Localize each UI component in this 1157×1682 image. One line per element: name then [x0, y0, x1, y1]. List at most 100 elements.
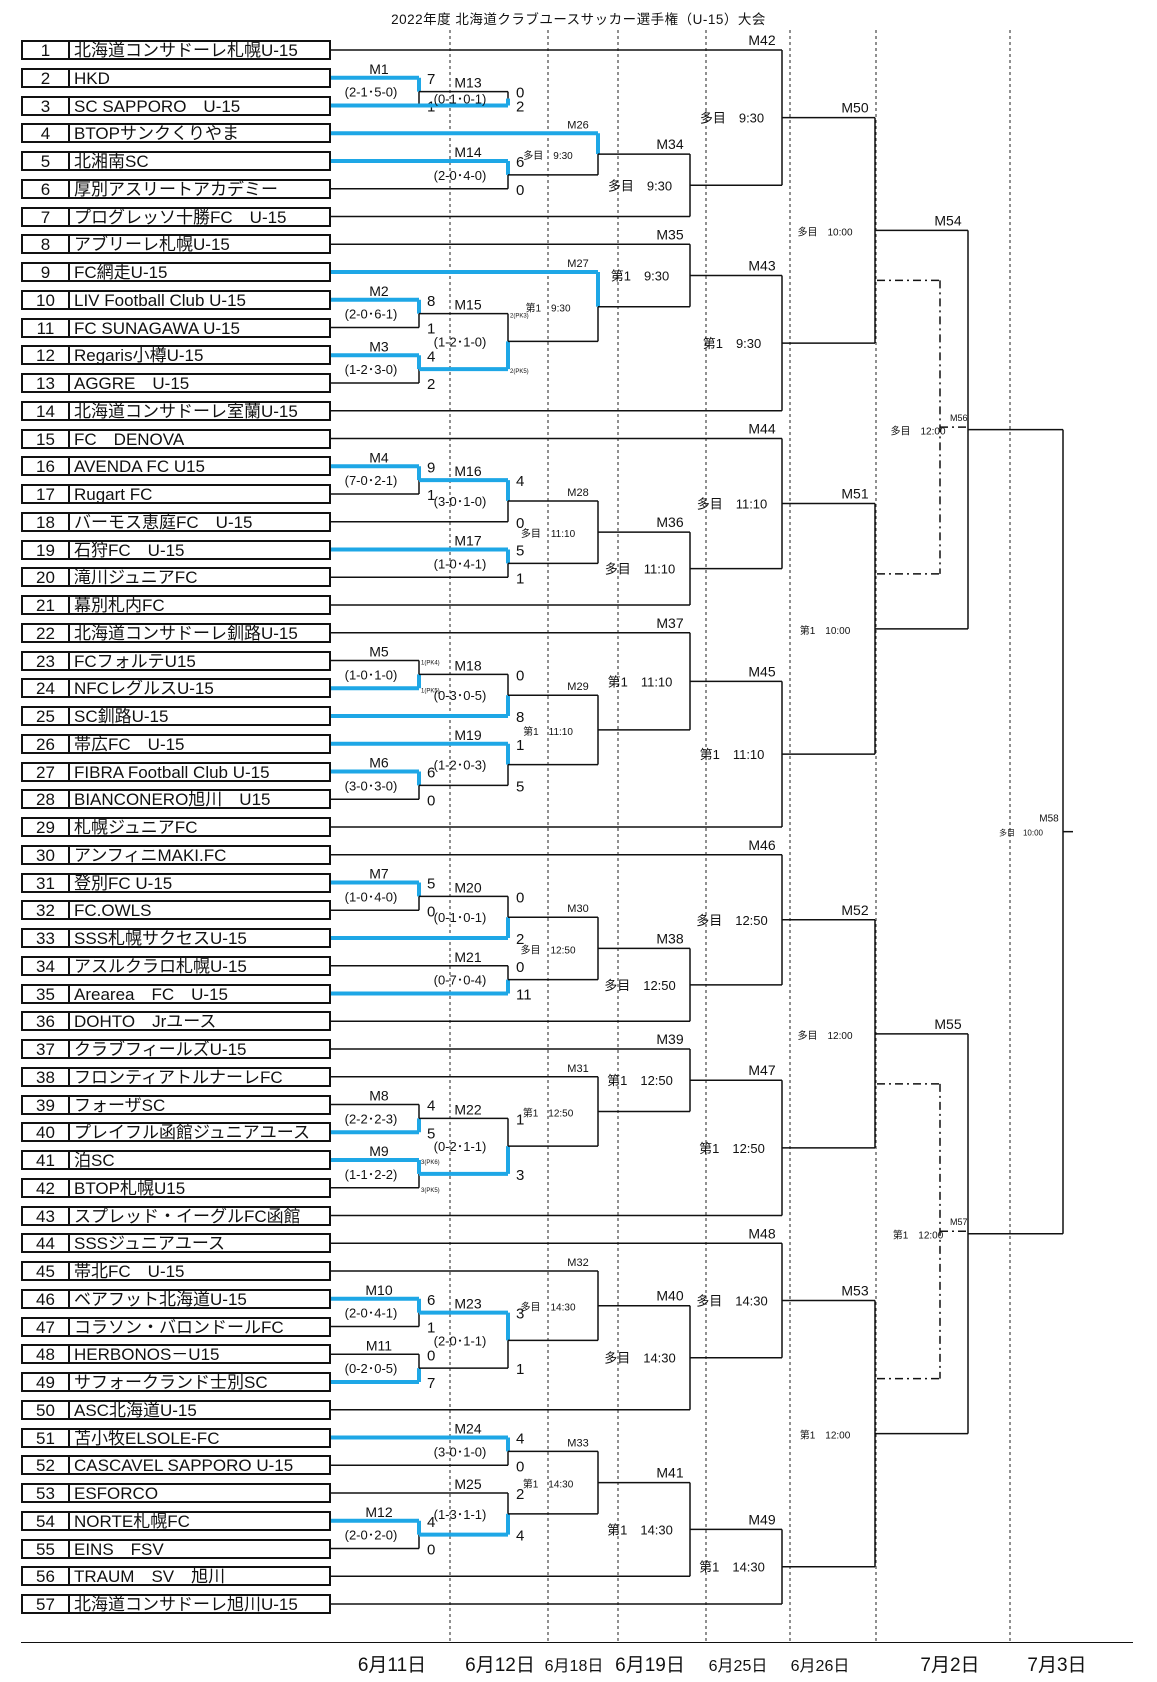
team-number: 38 [23, 1068, 70, 1086]
match-label: M49 [748, 1511, 775, 1527]
team-number: 46 [23, 1290, 70, 1308]
day-label: 6月25日 [708, 1658, 768, 1675]
match-score: 1 [427, 321, 435, 338]
day-label: 6月12日 [465, 1655, 535, 1676]
match-label: M10 [365, 1282, 392, 1298]
team-name: EINS FSV [74, 1540, 164, 1557]
match-note: (2-0･6-1) [345, 307, 398, 322]
team-name: アスルクラロ札幌U-15 [74, 957, 247, 974]
match-label: M30 [567, 903, 588, 915]
match-score: 6 [516, 154, 524, 171]
day-label: 6月11日 [357, 1655, 427, 1676]
match-label: M51 [841, 486, 868, 502]
team-name: TRAUM SV 旭川 [74, 1568, 226, 1585]
day-label: 6月26日 [790, 1658, 850, 1675]
match-note: 第1 12:50 [699, 1141, 765, 1156]
match-label: M47 [748, 1062, 775, 1078]
match-note: (1-1･2-2) [345, 1167, 398, 1182]
match-label: M57 [950, 1217, 968, 1227]
match-note: (7-0･2-1) [345, 473, 398, 488]
match-label: M41 [656, 1465, 683, 1481]
match-note: (3-0･1-0) [434, 1444, 487, 1459]
match-label: M48 [748, 1225, 775, 1241]
match-note: 第1 12:50 [607, 1073, 673, 1088]
team-name: フォーザSC [74, 1096, 166, 1113]
team-name: 北海道コンサドーレ釧路U-15 [74, 624, 298, 641]
match-label: M27 [567, 258, 588, 270]
match-note: 第1 14:30 [523, 1478, 574, 1491]
team-name: HKD [74, 69, 110, 86]
team-name: HERBONOS－U15 [74, 1346, 220, 1363]
match-score: 0 [427, 792, 435, 809]
team-number: 5 [23, 153, 70, 171]
team-name: SC釧路U-15 [74, 708, 169, 724]
match-score: 11 [516, 987, 532, 1004]
match-note: (1-2･0-3) [434, 758, 487, 773]
match-score: 7 [427, 71, 435, 88]
match-note: (0-1･0-1) [434, 92, 487, 107]
match-label: M34 [656, 136, 683, 152]
match-score: 3 [516, 1167, 524, 1184]
team-number: 37 [23, 1041, 70, 1059]
match-score: 8 [516, 709, 524, 726]
match-note: (1-2･1-0) [434, 334, 487, 349]
match-label: M52 [841, 902, 868, 918]
team-number: 8 [23, 236, 70, 254]
match-note: 第1 9:30 [611, 268, 670, 283]
match-label: M38 [656, 930, 683, 946]
match-score: 1 [516, 737, 524, 754]
match-label: M23 [454, 1296, 481, 1312]
team-name: 泊SC [74, 1152, 115, 1168]
match-label: M11 [366, 1337, 392, 1353]
match-note: (0-3･0-5) [434, 688, 487, 703]
team-name: 北海道コンサドーレ旭川U-15 [74, 1596, 298, 1612]
team-number: 47 [23, 1318, 70, 1336]
team-name: サフォークランド士別SC [74, 1374, 268, 1390]
team-name: FCフォルテU15 [74, 652, 196, 669]
match-label: M54 [934, 212, 961, 228]
match-score: 5 [427, 1125, 435, 1142]
team-name: クラブフィールズU-15 [74, 1041, 247, 1057]
match-note: 多目 11:10 [521, 527, 576, 540]
match-note: 第1 11:10 [608, 674, 673, 689]
match-note: (0-1･0-1) [434, 910, 487, 925]
team-name: バーモス恵庭FC U-15 [74, 513, 253, 530]
team-name: 帯北FC U-15 [74, 1263, 185, 1279]
match-note: (1-0･4-1) [434, 556, 487, 571]
match-score: 3 [516, 1306, 524, 1323]
team-number: 16 [23, 458, 70, 476]
match-score: 6 [427, 1292, 435, 1309]
team-number: 15 [23, 430, 70, 448]
team-name: NFCレグルスU-15 [74, 680, 214, 697]
team-name: FC.OWLS [74, 902, 152, 919]
match-note: 多目 12:50 [520, 943, 575, 956]
match-pk-score: 3(PK6) [421, 1160, 440, 1166]
team-number: 6 [23, 180, 70, 198]
team-name: スプレッド・イーグルFC函館 [74, 1207, 301, 1224]
team-name: AGGRE U-15 [74, 375, 190, 391]
match-note: 第1 14:30 [699, 1560, 765, 1575]
match-note: (2-0･4-1) [345, 1306, 398, 1321]
match-note: 多目 12:00 [890, 425, 945, 438]
match-note: 第1 11:10 [523, 725, 573, 738]
team-number: 45 [23, 1263, 70, 1281]
match-note: 多目 14:30 [696, 1293, 768, 1308]
match-label: M25 [454, 1476, 481, 1492]
